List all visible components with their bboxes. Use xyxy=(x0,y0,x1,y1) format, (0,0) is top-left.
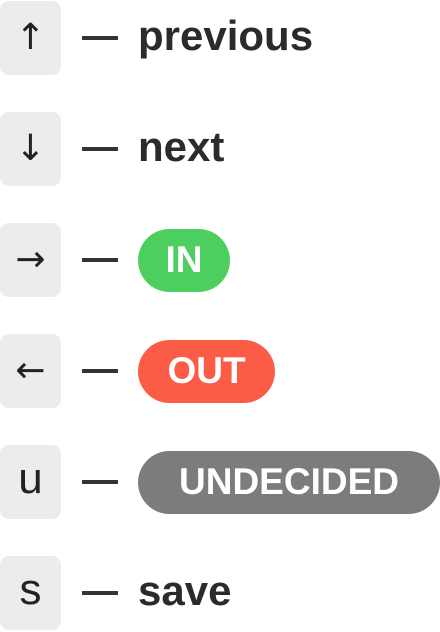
shortcut-label-save: save xyxy=(138,567,232,614)
arrow-left-icon: ← xyxy=(0,334,61,408)
shortcut-label-previous: previous xyxy=(138,12,314,59)
shortcut-row-save: s save xyxy=(0,556,231,630)
arrow-up-icon: ↑ xyxy=(0,1,61,75)
separator-dash xyxy=(82,480,118,484)
key-s: s xyxy=(0,556,61,630)
arrow-down-icon: ↓ xyxy=(0,112,61,186)
shortcut-row-out: ← OUT xyxy=(0,334,275,408)
status-badge-in: IN xyxy=(138,228,230,292)
arrow-right-icon: → xyxy=(0,223,61,297)
key-u: u xyxy=(0,445,61,519)
status-badge-undecided: UNDECIDED xyxy=(138,450,440,514)
separator-dash xyxy=(82,147,118,151)
shortcut-row-previous: ↑ previous xyxy=(0,1,313,75)
shortcut-row-in: → IN xyxy=(0,223,230,297)
separator-dash xyxy=(82,36,118,40)
separator-dash xyxy=(82,369,118,373)
separator-dash xyxy=(82,591,118,595)
shortcut-row-undecided: u UNDECIDED xyxy=(0,445,440,519)
shortcut-row-next: ↓ next xyxy=(0,112,224,186)
shortcut-label-next: next xyxy=(138,123,225,170)
separator-dash xyxy=(82,258,118,262)
status-badge-out: OUT xyxy=(138,339,275,403)
